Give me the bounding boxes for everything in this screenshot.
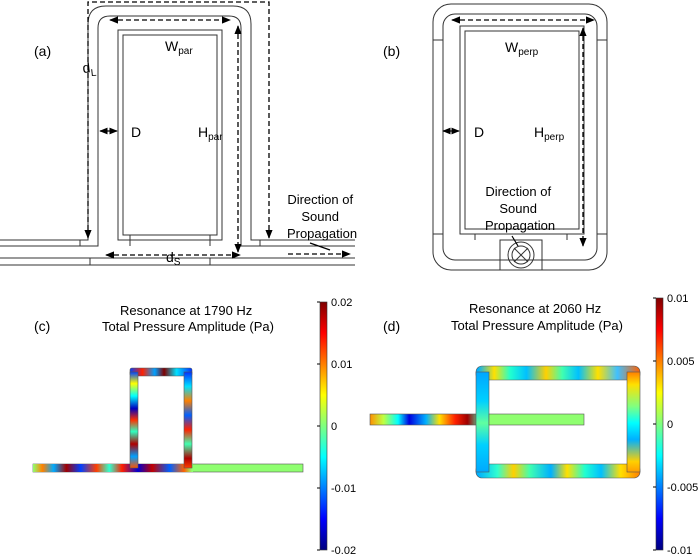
panel-b: (b) Wperp Hperp D Direction of So — [383, 3, 608, 271]
panel-a-long-path — [84, 1, 273, 239]
panel-d: (d) Resonance at 2060 Hz Total Pressure … — [369, 293, 698, 556]
panel-c-tick: -0.02 — [331, 545, 356, 556]
panel-a-dl-label: dL — [82, 59, 98, 80]
panel-c-title: Resonance at 1790 Hz Total Pressure Ampl… — [102, 303, 274, 334]
panel-c: (c) Resonance at 1790 Hz Total Pressure … — [32, 297, 356, 556]
panel-c-tick: -0.01 — [331, 483, 356, 495]
panel-a-h-label: Hpar — [198, 124, 223, 143]
panel-a-direction-pointer — [309, 242, 331, 251]
panel-c-tick: 0 — [331, 421, 337, 433]
panel-a-d-label: D — [131, 124, 141, 140]
panel-b-h-label: Hperp — [534, 124, 565, 143]
panel-d-tick: 0.01 — [667, 293, 688, 305]
speaker-icon — [507, 241, 535, 269]
panel-d-colorbar: 0.01 0.005 0 -0.005 -0.01 — [653, 293, 698, 556]
panel-c-colorbar: 0.02 0.01 0 -0.01 -0.02 — [317, 297, 356, 556]
panel-a-w-label: Wpar — [165, 38, 193, 57]
panel-d-tick: 0 — [667, 419, 673, 431]
panel-d-tick: -0.01 — [667, 545, 692, 556]
panel-c-pressure-field — [32, 367, 304, 473]
panel-b-direction-pointer — [511, 235, 519, 247]
panel-b-d-label: D — [474, 124, 484, 140]
panel-d-tick: -0.005 — [667, 482, 698, 494]
panel-c-tick: 0.02 — [331, 297, 352, 309]
panel-b-label: (b) — [383, 43, 400, 59]
panel-b-w-label: Wperp — [505, 39, 539, 58]
panel-a: (a) Wpar Hpar D dL dS — [0, 1, 357, 268]
panel-d-title: Resonance at 2060 Hz Total Pressure Ampl… — [451, 301, 623, 333]
panel-b-direction-text: Direction of Sound Propagation — [485, 184, 555, 233]
panel-a-label: (a) — [34, 43, 51, 59]
panel-d-label: (d) — [383, 318, 400, 334]
panel-a-direction-text: Direction of Sound Propagation — [287, 192, 357, 241]
panel-d-tick: 0.005 — [667, 356, 695, 368]
panel-a-ds-label: dS — [166, 249, 181, 268]
panel-d-pressure-field — [369, 365, 641, 479]
panel-c-tick: 0.01 — [331, 359, 352, 371]
panel-c-label: (c) — [34, 318, 50, 334]
